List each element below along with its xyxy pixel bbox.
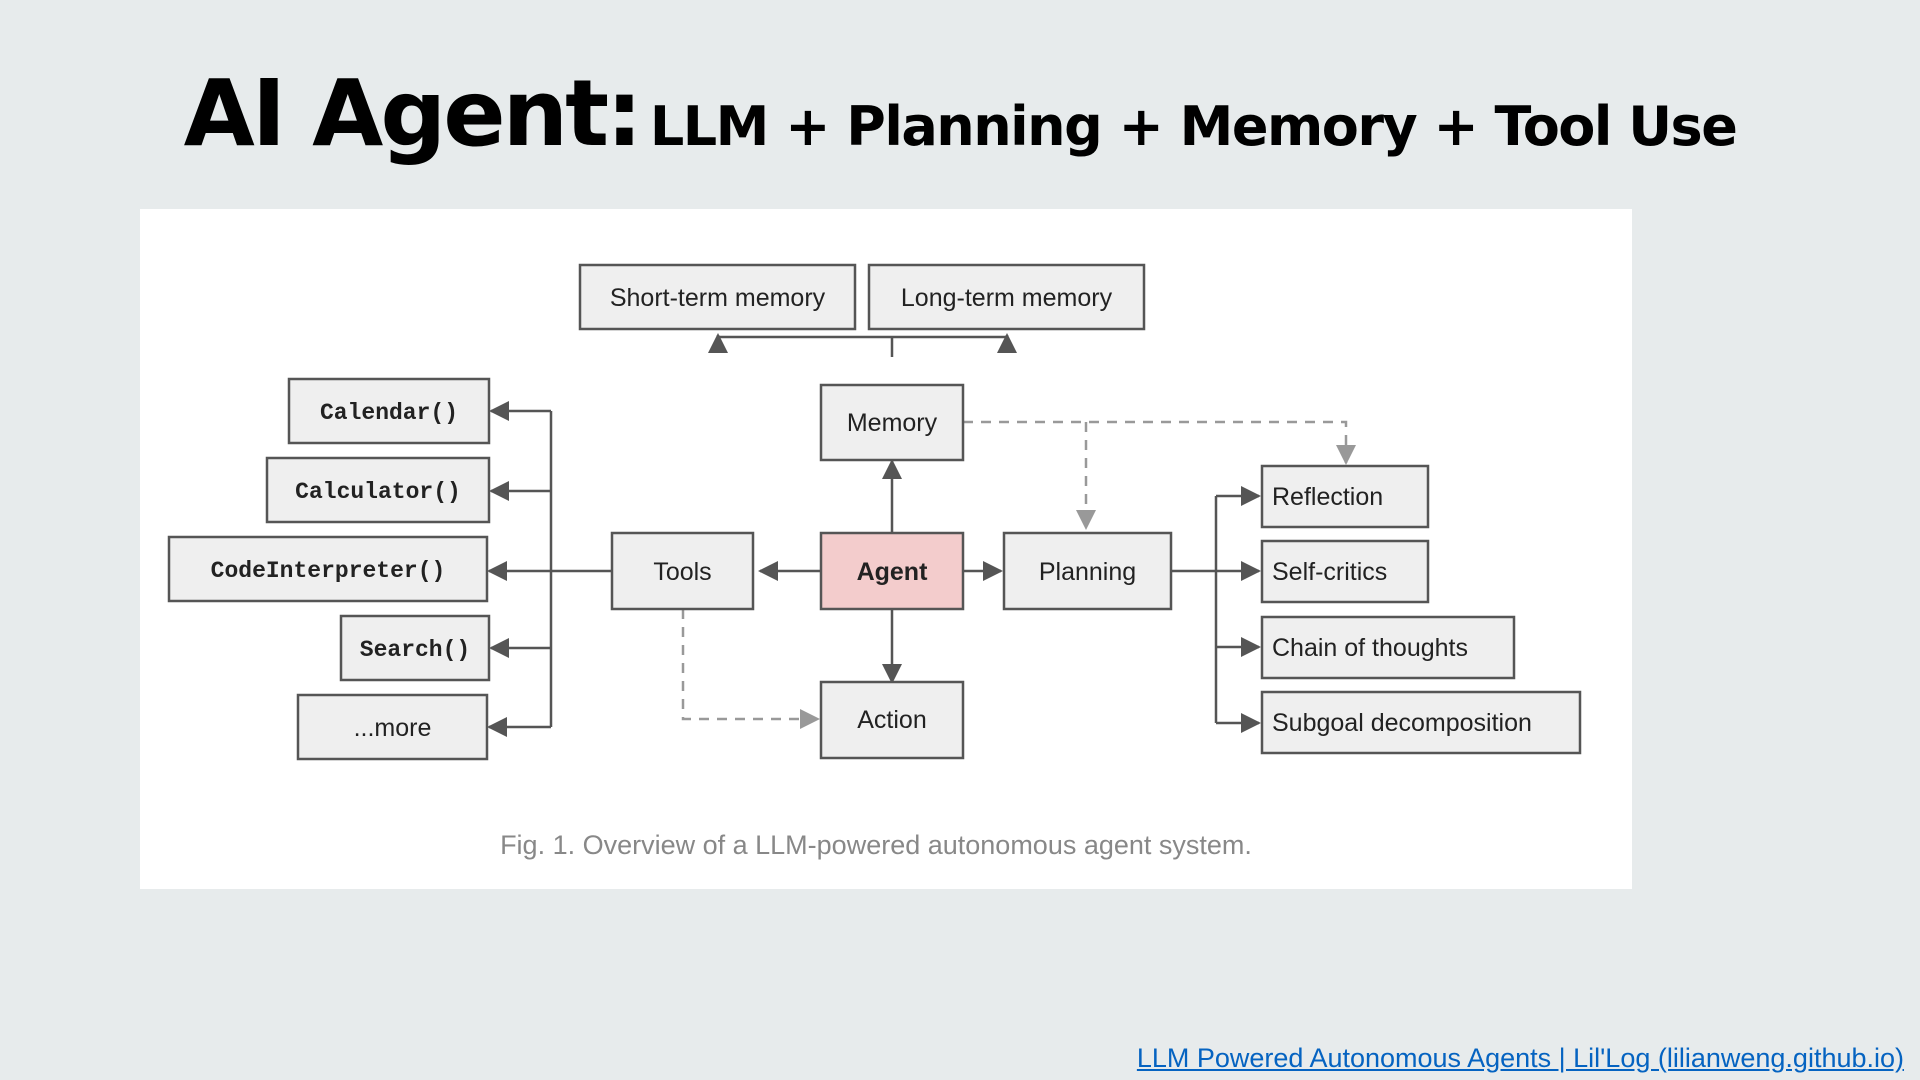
node-action: Action xyxy=(819,680,965,760)
node-self-critics-label: Self-critics xyxy=(1272,558,1387,586)
edge-tools-to-action-dashed xyxy=(681,609,820,729)
node-memory: Memory xyxy=(819,383,965,462)
node-short-term-memory: Short-term memory xyxy=(578,263,857,331)
node-agent: Agent xyxy=(819,531,965,611)
node-calculator-label: Calculator() xyxy=(295,479,461,505)
edges xyxy=(487,333,1356,737)
node-memory-label: Memory xyxy=(847,409,938,437)
figure-caption: Fig. 1. Overview of a LLM-powered autono… xyxy=(500,830,1252,860)
source-link[interactable]: LLM Powered Autonomous Agents | Lil'Log … xyxy=(1136,1043,1904,1073)
node-subgoal-decomposition: Subgoal decomposition xyxy=(1260,690,1582,755)
node-tools-label: Tools xyxy=(653,558,711,586)
node-long-term-memory: Long-term memory xyxy=(867,263,1146,331)
node-planning: Planning xyxy=(1002,531,1173,611)
node-short-term-memory-label: Short-term memory xyxy=(610,284,826,312)
node-self-critics: Self-critics xyxy=(1260,539,1430,604)
node-chain-of-thoughts-label: Chain of thoughts xyxy=(1272,634,1468,662)
agent-diagram: Short-term memory Long-term memory Memor… xyxy=(167,263,1582,860)
node-calendar-label: Calendar() xyxy=(320,400,458,426)
node-reflection: Reflection xyxy=(1260,464,1430,529)
edge-memory-to-planning-dashed xyxy=(963,420,1356,465)
node-tools: Tools xyxy=(610,531,755,611)
node-agent-label: Agent xyxy=(857,558,929,586)
node-action-label: Action xyxy=(857,706,926,734)
edge-tools-bus xyxy=(549,411,612,727)
node-more: ...more xyxy=(296,693,489,761)
node-reflection-label: Reflection xyxy=(1272,483,1383,511)
slide-title-main: AI Agent: xyxy=(183,60,643,167)
node-search: Search() xyxy=(339,614,491,682)
node-code-interpreter-label: CodeInterpreter() xyxy=(211,558,446,584)
node-calendar: Calendar() xyxy=(287,377,491,445)
node-more-label: ...more xyxy=(354,714,432,742)
node-search-label: Search() xyxy=(360,637,470,663)
edge-memory-to-short-term xyxy=(718,335,892,357)
node-calculator: Calculator() xyxy=(265,456,491,524)
edge-planning-bus xyxy=(1171,496,1218,723)
edge-memory-to-long-term xyxy=(892,333,1017,353)
node-chain-of-thoughts: Chain of thoughts xyxy=(1260,615,1516,680)
node-code-interpreter: CodeInterpreter() xyxy=(167,535,489,603)
slide-title-subtitle: LLM + Planning + Memory + Tool Use xyxy=(649,95,1738,158)
agent-diagram-figure: Short-term memory Long-term memory Memor… xyxy=(140,209,1632,889)
slide-title: AI Agent:LLM + Planning + Memory + Tool … xyxy=(0,60,1920,167)
node-planning-label: Planning xyxy=(1039,558,1136,586)
node-long-term-memory-label: Long-term memory xyxy=(901,284,1113,312)
node-subgoal-decomposition-label: Subgoal decomposition xyxy=(1272,709,1532,737)
